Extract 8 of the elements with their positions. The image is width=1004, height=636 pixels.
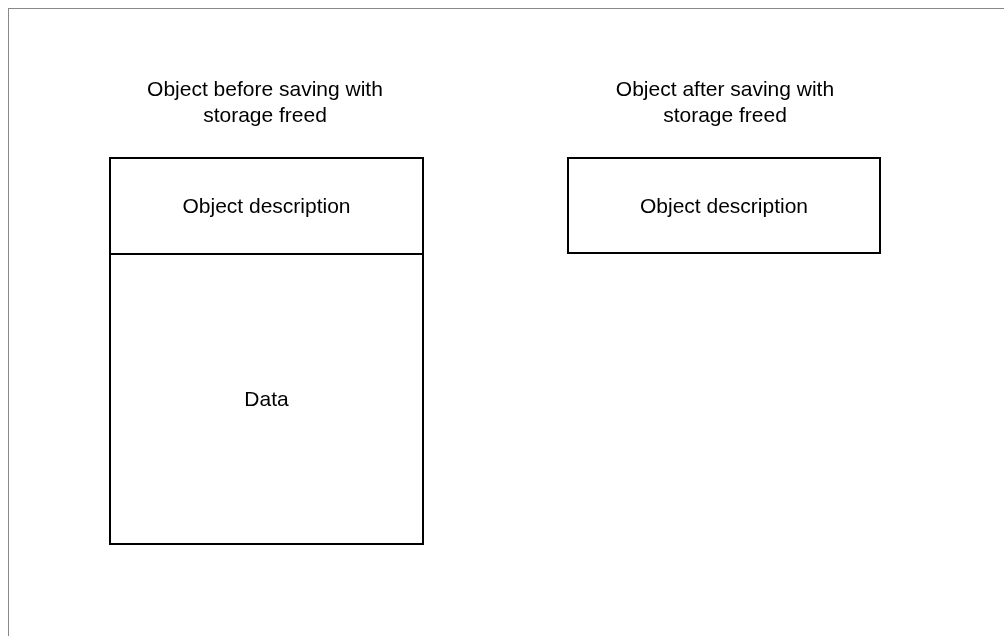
column-heading: Object after saving with storage freed — [614, 76, 836, 128]
memory-block — [567, 157, 881, 254]
block-label: Object description — [182, 194, 351, 218]
column-heading: Object before saving with storage freed — [146, 76, 384, 128]
memory-block — [109, 157, 424, 255]
block-label: Data — [244, 387, 289, 411]
memory-block — [109, 253, 424, 545]
block-label: Object description — [639, 193, 809, 218]
